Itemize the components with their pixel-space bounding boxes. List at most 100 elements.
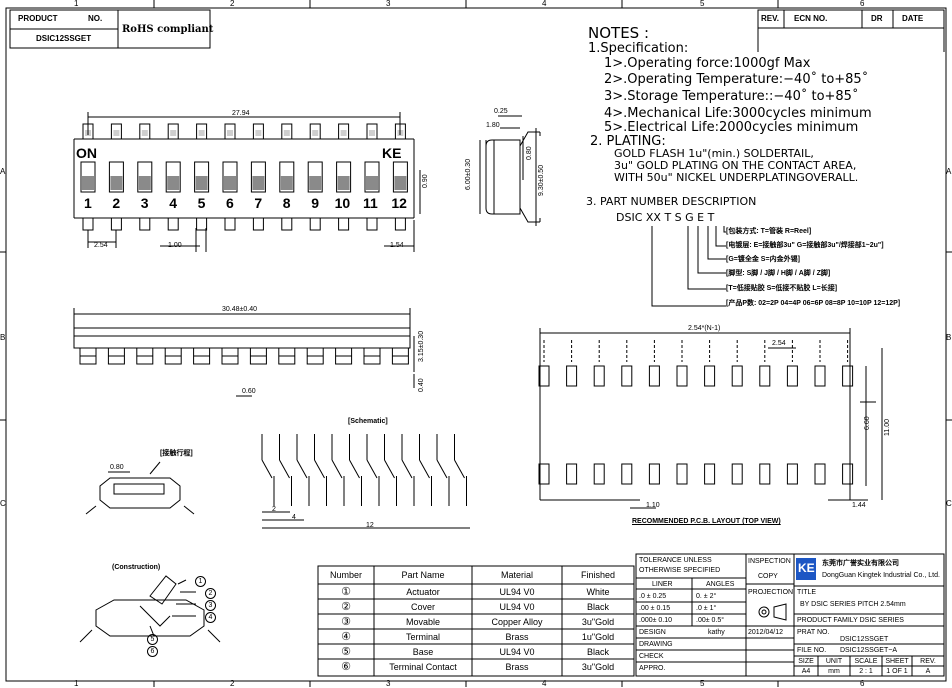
materials-header: Number [329, 570, 362, 580]
company-name-en: DongGuan Kingtek Industrial Co., Ltd. [822, 572, 940, 579]
materials-cell: UL94 V0 [499, 601, 535, 612]
lead-plating [170, 130, 177, 136]
schematic-switch-blade [384, 459, 395, 479]
pn-packaging: [包装方式: T=管装 R=Reel] [726, 228, 812, 235]
doc-info-lines [793, 553, 945, 677]
materials-cell: 1u"Gold [581, 631, 615, 642]
title-block-lines [9, 9, 211, 49]
row-label-b: B [0, 333, 6, 342]
top-lead-upper [224, 123, 236, 140]
materials-cell: UL94 V0 [499, 586, 535, 597]
actuator-knob [138, 176, 151, 190]
company-logo-box [796, 558, 816, 580]
pin-number: 12 [391, 195, 407, 211]
dim-schematic-c: 12 [366, 522, 374, 529]
col-label-6: 6 [860, 0, 865, 8]
tolerance-angle-value: .0 ± 1° [696, 605, 717, 612]
row-label-b-right: B [946, 333, 952, 342]
materials-cell: ① [341, 586, 351, 598]
top-lead-lower [196, 217, 208, 231]
dim-side-overall: 9.30±0.50 [538, 164, 545, 196]
top-lead-upper [309, 123, 321, 140]
materials-cell: White [586, 586, 610, 597]
top-lead-upper [139, 123, 151, 140]
col-label-4: 4 [542, 0, 547, 8]
actuator-knob [224, 176, 236, 190]
materials-cell: Black [586, 646, 609, 657]
lead-plating [113, 130, 120, 136]
materials-cell: Actuator [406, 586, 440, 597]
construction-title: (Construction) [112, 564, 161, 571]
company-logo: KE [798, 561, 815, 575]
dim-front-length: 30.48±0.40 [222, 306, 257, 313]
pcb-layout-title: RECOMMENDED P.C.B. LAYOUT (TOP VIEW) [632, 518, 781, 525]
col-label-4-bottom: 4 [542, 679, 547, 688]
materials-cell: Cover [410, 601, 435, 612]
notes-title: NOTES : [588, 24, 650, 42]
materials-cell: Black [586, 601, 609, 612]
schematic-switch-blade [454, 459, 465, 479]
materials-cell: Copper Alloy [491, 616, 543, 627]
schematic-switch-blade [349, 459, 360, 479]
dr-header: DR [871, 14, 883, 23]
construction-callout: 4 [205, 612, 216, 623]
col-label-5-bottom: 5 [700, 679, 705, 688]
prat-label: PRAT NO. [797, 629, 830, 636]
note-mechanical-life: 4>.Mechanical Life:3000cycles minimum [604, 106, 872, 121]
size-value: A [925, 667, 931, 675]
top-view-dims [87, 112, 421, 252]
lead-plating [227, 130, 233, 136]
size-header: UNIT [825, 657, 843, 665]
tolerance-angles: ANGLES [706, 581, 735, 588]
tolerance-liner-value: .0 ± 0.25 [639, 593, 667, 600]
pcb-pad-bottom [814, 463, 826, 485]
schematic-switch-blade [279, 459, 290, 479]
date-header: DATE [902, 14, 924, 23]
tolerance-header-2: OTHERWISE SPECIFIED [639, 567, 721, 574]
top-lead-lower [338, 217, 350, 231]
pcb-pad-bottom [759, 463, 771, 485]
design-label: DESIGN [639, 629, 666, 636]
pcb-pad-bottom [731, 463, 743, 485]
part-number-title: 3. PART NUMBER DESCRIPTION [586, 195, 757, 208]
dim-top-height: 0.90 [422, 174, 429, 188]
top-lead-upper [167, 123, 179, 140]
top-lead-upper [366, 123, 378, 140]
top-lead-lower [281, 217, 293, 231]
pcb-pad-bottom [621, 463, 633, 485]
pcb-pad-top [648, 365, 660, 387]
pcb-pad-top [538, 365, 550, 387]
actuator-knob [110, 176, 123, 190]
cross-section-note: [接触行程] [160, 450, 193, 457]
size-header: SIZE [798, 657, 814, 665]
size-value: 1 OF 1 [886, 667, 908, 675]
dim-pcb-pad-width: 1.10 [646, 502, 660, 509]
file-label: FILE NO. [797, 647, 827, 654]
materials-cell: UL94 V0 [499, 646, 535, 657]
tolerance-angle-value: .00± 0.5° [696, 617, 725, 624]
pin-number: 3 [140, 195, 149, 211]
tolerance-liner-value: .00 ± 0.15 [639, 605, 671, 612]
dim-pcb-pad-length: 1.44 [852, 502, 866, 509]
pcb-pad-top [759, 365, 771, 387]
size-value: A4 [801, 667, 811, 675]
size-header: REV. [920, 657, 936, 665]
top-lead-lower [224, 217, 236, 231]
top-lead-upper [281, 123, 293, 140]
materials-cell: ⑥ [341, 661, 351, 673]
construction-callout: 1 [195, 576, 206, 587]
top-view-leads [80, 123, 408, 231]
schematic-switch-blade [401, 459, 413, 479]
lead-plating [198, 130, 205, 136]
dim-side-lead: 1.80 [486, 122, 500, 129]
schematic [261, 434, 467, 506]
ecn-header: ECN NO. [794, 14, 828, 23]
dim-front-height: 3.15±0.30 [418, 330, 425, 362]
pcb-pad-bottom [593, 463, 605, 485]
lead-plating [369, 130, 375, 136]
actuator-knob [252, 176, 265, 190]
schematic-title: [Schematic] [348, 418, 388, 425]
actuator-knob [280, 176, 293, 190]
on-label: ON [76, 145, 97, 161]
